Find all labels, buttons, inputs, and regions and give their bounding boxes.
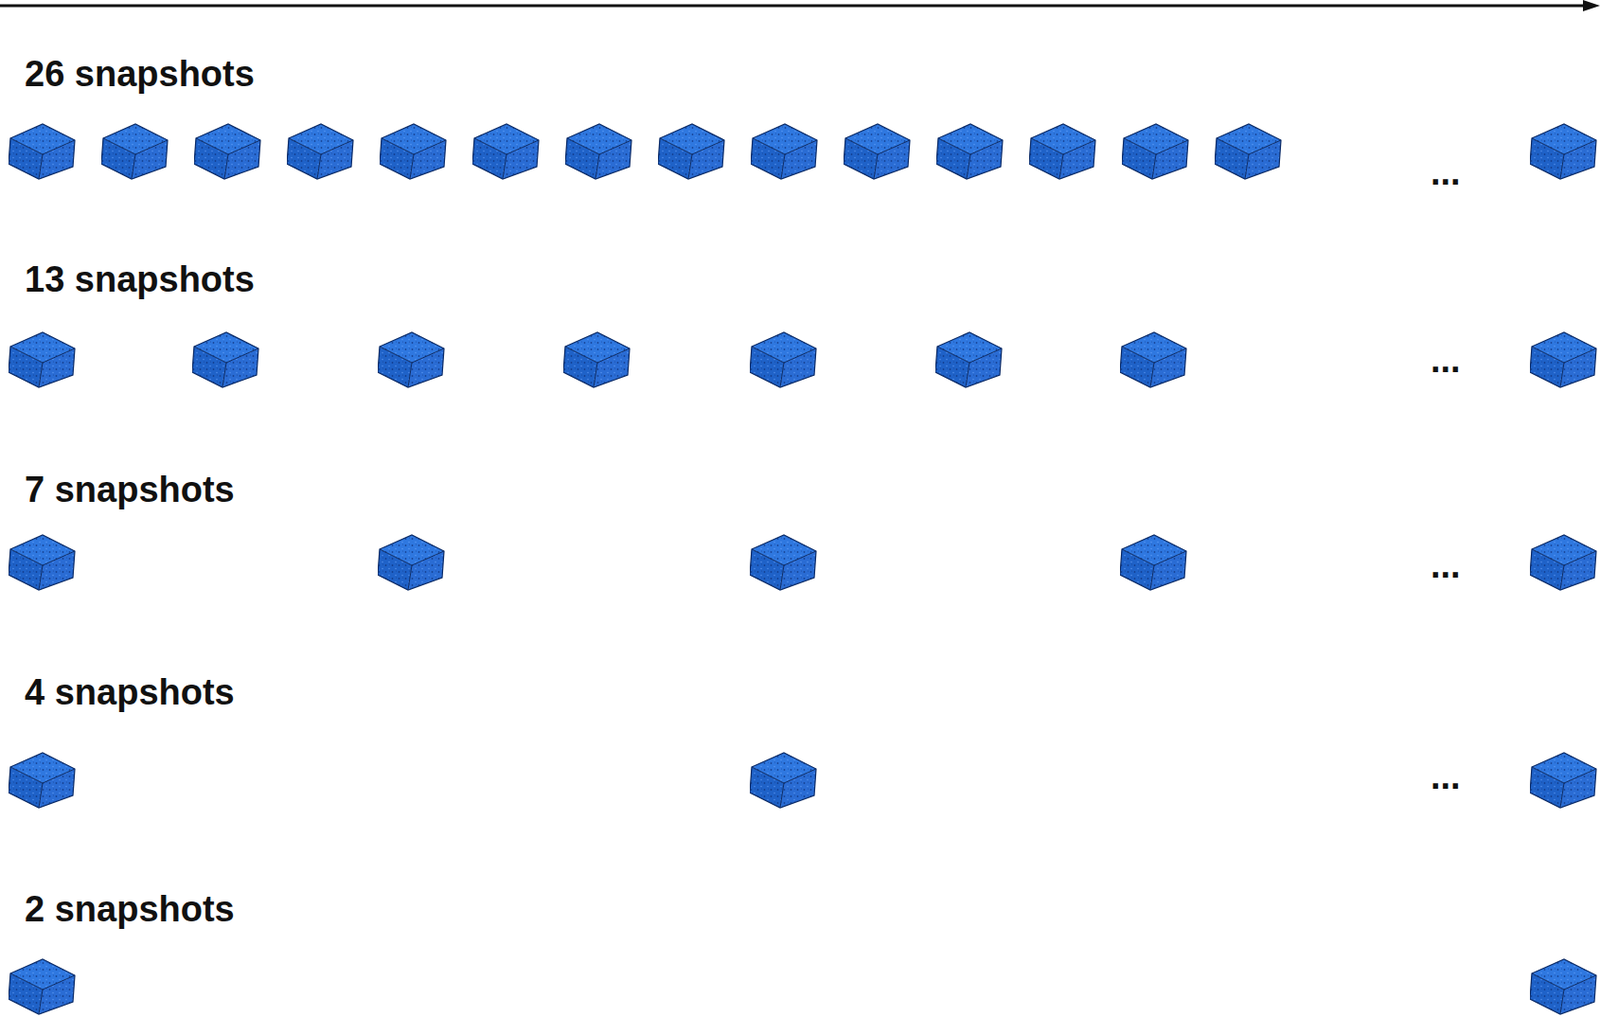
snapshot-cube xyxy=(286,124,354,179)
snapshot-cube xyxy=(377,332,445,388)
snapshot-cube xyxy=(1529,534,1597,590)
snapshot-cube xyxy=(1120,534,1187,590)
snapshot-cube xyxy=(750,124,818,179)
snapshot-cube xyxy=(101,124,168,179)
snapshot-cube xyxy=(563,332,630,388)
snapshot-cube xyxy=(1529,752,1597,808)
snapshot-cube xyxy=(377,534,445,590)
time-axis xyxy=(0,4,1587,8)
snapshot-cube xyxy=(8,959,75,1014)
snapshot-cube xyxy=(8,332,75,388)
snapshot-cube xyxy=(192,332,259,388)
snapshot-cube xyxy=(749,332,817,388)
ellipsis: ... xyxy=(1430,547,1461,584)
row-label: 13 snapshots xyxy=(24,261,255,298)
snapshot-cube xyxy=(1529,959,1597,1014)
row-label: 26 snapshots xyxy=(24,55,255,92)
snapshot-cube xyxy=(8,534,75,590)
snapshot-cube xyxy=(749,534,817,590)
snapshot-cube xyxy=(8,124,75,179)
snapshot-cube xyxy=(935,332,1002,388)
snapshot-cube xyxy=(1529,124,1597,179)
snapshot-cube xyxy=(657,124,725,179)
snapshot-cube xyxy=(1214,124,1281,179)
snapshot-cube xyxy=(8,752,75,808)
axis-arrowhead xyxy=(1582,0,1600,12)
ellipsis: ... xyxy=(1430,154,1461,191)
snapshot-cube xyxy=(379,124,446,179)
snapshot-cube xyxy=(843,124,910,179)
row-label: 2 snapshots xyxy=(24,890,235,927)
snapshot-cube xyxy=(749,752,817,808)
snapshot-cube xyxy=(1529,332,1597,388)
snapshot-cube xyxy=(565,124,632,179)
snapshot-cube xyxy=(472,124,539,179)
row-label: 7 snapshots xyxy=(24,471,235,508)
snapshot-cube xyxy=(194,124,261,179)
snapshot-cube xyxy=(936,124,1003,179)
snapshot-cube xyxy=(1029,124,1096,179)
ellipsis: ... xyxy=(1430,758,1461,795)
ellipsis: ... xyxy=(1430,341,1461,378)
snapshot-cube xyxy=(1121,124,1189,179)
row-label: 4 snapshots xyxy=(24,674,235,711)
snapshot-cube xyxy=(1120,332,1187,388)
